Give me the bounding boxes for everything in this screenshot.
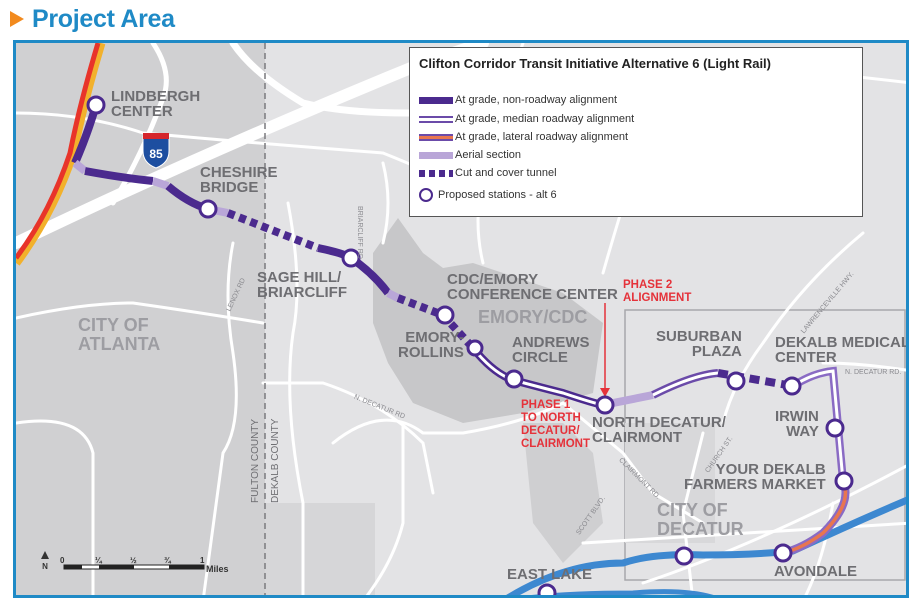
- map-legend: Clifton Corridor Transit Initiative Alte…: [409, 47, 863, 217]
- station-name: DEKALB MEDICAL: [775, 334, 909, 351]
- double-line-swatch-icon: [419, 115, 453, 123]
- station-label-emory-rollins[interactable]: EMORY- ROLLINS: [398, 330, 464, 360]
- legend-item-lateral: At grade, lateral roadway alignment: [419, 129, 628, 145]
- station-name: CLAIRMONT: [592, 429, 682, 446]
- station-name: CDC/EMORY: [447, 271, 539, 288]
- scale-tick: ¾: [164, 556, 171, 565]
- station-name: ANDREWS: [512, 334, 590, 351]
- legend-label: At grade, lateral roadway alignment: [455, 131, 629, 143]
- station-label-east-lake[interactable]: EAST LAKE: [507, 566, 593, 583]
- interstate-85-shield-icon: 85: [142, 133, 170, 169]
- road-label-n-decatur-east: N. DECATUR RD.: [845, 369, 902, 376]
- station-label-sage-hill[interactable]: SAGE HILL/ BRIARCLIFF: [257, 270, 347, 300]
- area-label-line: CITY OF: [78, 315, 149, 335]
- scale-tick: ½: [130, 556, 137, 565]
- station-name: CHESHIRE: [200, 164, 278, 181]
- station-name: LINDBERGH: [111, 88, 201, 105]
- annotation-line: PHASE 2: [623, 279, 673, 291]
- annotation-line: DECATUR/: [521, 425, 580, 437]
- legend-label: Proposed stations - alt 6: [438, 189, 557, 201]
- station-name: IRWIN: [775, 408, 819, 425]
- station-label-andrews-circle[interactable]: ANDREWS CIRCLE: [512, 335, 590, 365]
- area-label-line: CITY OF: [657, 500, 728, 520]
- station-label-farmers-market[interactable]: YOUR DEKALB FARMERS MARKET: [684, 462, 826, 492]
- annotation-line: CLAIRMONT: [521, 438, 590, 450]
- area-label-emory: EMORY/CDC: [478, 307, 588, 327]
- station-name: NORTH DECATUR/: [592, 414, 726, 431]
- page-title: Project Area: [32, 4, 175, 33]
- station-name: BRIARCLIFF: [257, 284, 347, 301]
- north-label: N: [42, 562, 48, 571]
- station-circle-icon: [419, 188, 433, 202]
- legend-label: At grade, non-roadway alignment: [455, 94, 618, 106]
- station-label-dekalb-medical[interactable]: DEKALB MEDICAL CENTER: [775, 334, 909, 366]
- station-label-north-decatur[interactable]: NORTH DECATUR/ CLAIRMONT: [592, 415, 726, 445]
- area-label-decatur: CITY OF DECATUR: [657, 501, 744, 539]
- legend-item-median: At grade, median roadway alignment: [419, 111, 634, 127]
- annotation-line: ALIGNMENT: [623, 292, 692, 304]
- page-header: Project Area: [10, 2, 175, 36]
- area-label-line: DECATUR: [657, 519, 744, 539]
- legend-label: At grade, median roadway alignment: [455, 113, 635, 125]
- station-label-cdc-emory[interactable]: CDC/EMORY CONFERENCE CENTER: [447, 272, 618, 302]
- svg-text:85: 85: [149, 147, 163, 161]
- station-name: ROLLINS: [398, 344, 464, 361]
- lateral-line-swatch-icon: [419, 133, 453, 141]
- legend-item-non-roadway: At grade, non-roadway alignment: [419, 92, 617, 108]
- station-name: CONFERENCE CENTER: [447, 286, 618, 303]
- legend-item-tunnel: Cut and cover tunnel: [419, 165, 557, 181]
- station-name: SAGE HILL/: [257, 269, 342, 286]
- solid-line-swatch-icon: [419, 96, 453, 104]
- station-label-avondale[interactable]: AVONDALE: [774, 563, 858, 580]
- station-name: CIRCLE: [512, 349, 568, 366]
- station-name: PLAZA: [691, 343, 742, 360]
- phase1-annotation: PHASE 1 TO NORTH DECATUR/ CLAIRMONT: [521, 399, 590, 451]
- north-arrow-icon: [41, 551, 49, 559]
- scale-tick: 0: [60, 556, 65, 565]
- station-label-irwin-way[interactable]: IRWIN WAY: [775, 409, 819, 439]
- scale-tick: 1: [200, 556, 205, 565]
- phase2-annotation: PHASE 2 ALIGNMENT: [623, 279, 691, 305]
- scale-bar: N 0 ¼ ½ ¾ 1 Miles: [40, 549, 250, 582]
- legend-item-aerial: Aerial section: [419, 147, 521, 163]
- annotation-line: TO NORTH: [521, 412, 581, 424]
- station-name: WAY: [786, 423, 819, 440]
- station-label-cheshire-bridge[interactable]: CHESHIRE BRIDGE: [200, 165, 278, 195]
- station-name: BRIDGE: [200, 179, 259, 196]
- legend-title: Clifton Corridor Transit Initiative Alte…: [419, 56, 771, 71]
- triangle-bullet-icon: [10, 11, 24, 27]
- station-name: CENTER: [111, 103, 173, 120]
- station-name: EMORY-: [405, 329, 464, 346]
- station-name: CENTER: [775, 349, 837, 366]
- scale-tick: ¼: [95, 556, 102, 565]
- road-label-briarcliff: BRIARCLIFF RD: [356, 206, 363, 259]
- scale-bar-graphic: N: [41, 551, 205, 571]
- dashed-line-swatch-icon: [419, 169, 453, 177]
- station-name: YOUR DEKALB: [715, 461, 826, 478]
- scale-unit: Miles: [206, 564, 229, 574]
- annotation-line: PHASE 1: [521, 399, 571, 411]
- area-label-atlanta: CITY OF ATLANTA: [78, 316, 160, 354]
- county-label-fulton: FULTON COUNTY: [250, 418, 261, 503]
- area-label-line: ATLANTA: [78, 334, 161, 354]
- county-label-dekalb: DEKALB COUNTY: [270, 418, 281, 503]
- station-label-lindbergh[interactable]: LINDBERGH CENTER: [111, 89, 200, 119]
- legend-label: Aerial section: [455, 149, 522, 161]
- station-label-suburban-plaza[interactable]: SUBURBAN PLAZA: [656, 329, 742, 359]
- legend-label: Cut and cover tunnel: [455, 167, 557, 179]
- station-name: FARMERS MARKET: [684, 476, 826, 493]
- legend-item-stations: Proposed stations - alt 6: [419, 187, 557, 203]
- aerial-swatch-icon: [419, 151, 453, 159]
- station-name: SUBURBAN: [656, 328, 742, 345]
